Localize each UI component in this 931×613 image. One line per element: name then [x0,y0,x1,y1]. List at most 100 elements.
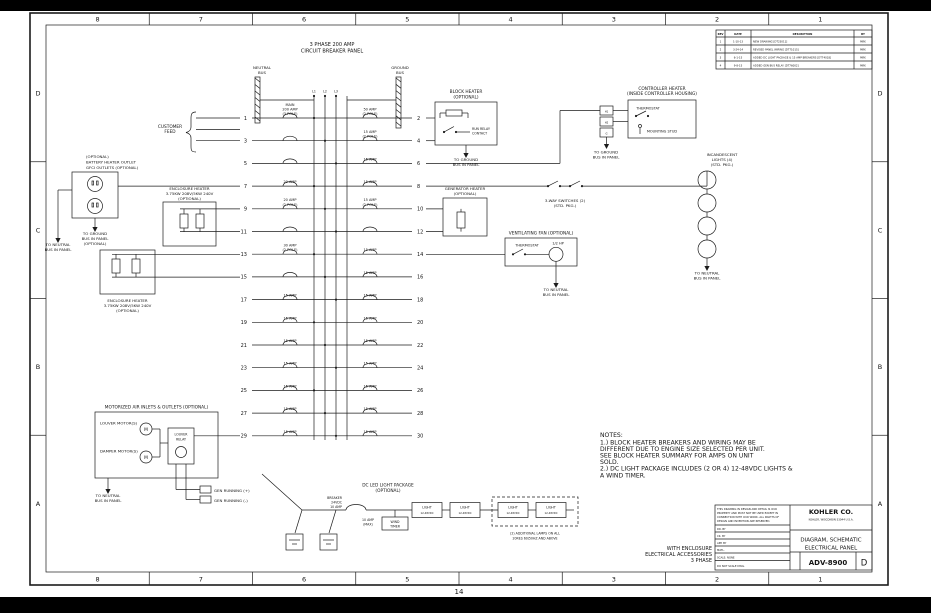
enclosure-heater-label: 3.75KW 208V/5KW 240V [104,303,152,308]
breaker-symbol [362,430,378,436]
breaker-rating-right: 15 AMP [363,157,376,161]
dc-light-label: 12-48VDC [506,511,519,515]
breaker-rating-right: 15 AMP [363,271,376,275]
gfci-outlet [87,198,103,214]
breaker-rating-left: 15 AMP [283,316,296,320]
ground-arrow [105,489,111,494]
to-neutral-label: TO NEUTRAL [45,242,71,247]
drawing-number: ADV-8900 [809,559,848,567]
revision-cell: MRK [860,39,866,43]
ventilating-fan-box [504,237,578,267]
bus-tap-dot [312,253,316,256]
motor-symbol: M [144,427,148,433]
circuit-number-right: 28 [417,411,423,417]
generator-heater-label: (OPTIONAL) [454,191,477,196]
additional-lamps-note: (2) ADDITIONAL LAMPS ON ALL [510,532,560,536]
page-number: 14 [455,588,464,596]
neutral-bus-label: BUS [258,70,267,75]
gen-running-neg-label: GEN RUNNING (-) [214,498,248,503]
title-block-field: SCALE: NONE [717,556,735,560]
circuit-number-right: 20 [417,320,423,326]
junction-dot [454,130,458,134]
revision-cell: 3 [720,55,722,59]
to-ground-label: TO GROUND [593,150,618,155]
breaker-rating-left: (2 POLE) [282,248,298,252]
wire [547,180,559,187]
title-block-frame [714,504,873,571]
junction-dot [580,185,584,188]
bus-tap-dot [334,434,338,437]
ground-arrow [704,266,710,271]
wire [294,509,303,534]
grid-col-label: 6 [302,16,306,24]
grid-col-label: 7 [199,576,203,584]
circuit-number-right: 10 [417,207,423,213]
breaker-symbol [362,272,378,277]
revision-cell: 3-24-14 [733,47,743,51]
junction-dot [546,185,550,188]
breaker-symbol [362,135,378,141]
breaker-symbol [362,294,378,300]
breaker-symbol [282,408,298,414]
louver-motor-label: LOUVER MOTOR(S) [100,421,138,426]
fan-rating-label: 1/2 HP [552,242,564,246]
louver-relay-label: LOUVER [175,433,189,437]
bus-hatch [254,90,261,96]
controller-heater-label: (INSIDE CONTROLLER HOUSING) [627,91,697,97]
junction-dot [312,94,316,98]
breaker-rating-left: 30 AMP [283,244,296,248]
breaker-rating-left: 15 AMP [283,294,296,298]
grid-row-label: D [877,90,882,98]
circuit-number-left: 3 [244,139,247,145]
junction-dot [568,185,572,188]
ground-bus-label: GROUND [391,65,409,70]
wire [569,180,581,187]
junction-dot [442,130,446,134]
heater-element [445,109,463,117]
lights-label: INCANDESCENT [707,152,738,157]
bus-hatch [395,84,402,89]
circuit-number-right: 14 [417,252,423,258]
panel-title: 3 PHASE 200 AMP [310,42,355,48]
phase-label: L2 [323,90,327,94]
breaker-rating-left: 15 AMP [283,362,296,366]
dc-breaker-label: 24VDC [331,501,343,505]
lights-label: (STD. PKG.) [711,162,734,167]
breaker-symbol [362,385,378,391]
to-neutral-label: BUS IN PANEL [543,292,571,297]
ground-arrow [463,153,469,158]
revision-cell: 9-8-15 [734,63,743,67]
heater-element [179,213,189,229]
junction-dot [334,94,338,98]
breaker-rating-right: 15 AMP [363,430,376,434]
breaker-rating-left: 15 AMP [283,407,296,411]
bus-hatch [254,97,261,102]
note-line: A WIND TIMER. [600,472,646,479]
title-block-field: DR. BY [717,527,726,531]
dc-light-label: LIGHT [460,506,470,510]
breaker-rating-right: 15 AMP [363,248,376,252]
revision-header-cell: DATE [734,32,742,36]
outlet-slot [91,202,94,208]
title-block-field: DO NOT SCALE DWG. [717,564,745,568]
proprietary-note-line: PROPERTY AND MUST NOT BE USED EXCEPT IN [717,511,778,515]
breaker-symbol [282,249,298,255]
incandescent-light [697,239,717,259]
revision-table-frame [715,29,873,70]
revision-header-cell: DESCRIPTION [793,32,813,36]
wind-timer-box [381,516,409,531]
grid-col-label: 8 [96,576,100,584]
dc-light-label: LIGHT [508,506,518,510]
circuit-number-right: 2 [417,116,420,122]
terminal-label: H1 [605,110,609,114]
bus-tap-dot [334,298,338,301]
customer-feed-brace [185,111,197,153]
circuit-number-right: 6 [417,161,420,167]
letterbox-top [0,0,931,11]
breaker-rating-left: MAIN [285,103,294,107]
proprietary-note-line: CONNECTION WITH OUR WORK. ALL RIGHTS OF [717,515,779,519]
dc-light-box [497,502,529,518]
